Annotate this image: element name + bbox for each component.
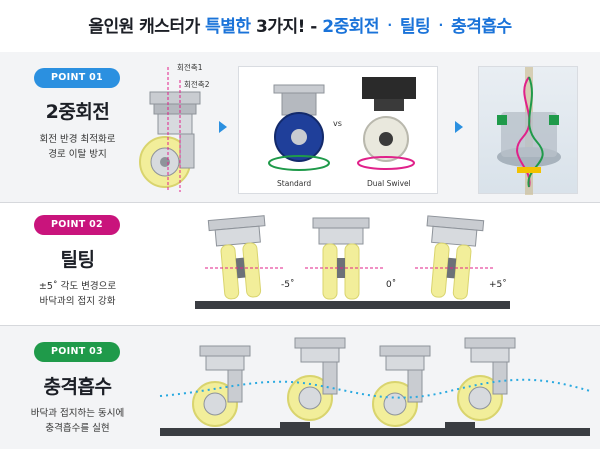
page-title: 올인원 캐스터가 특별한 3가지! - 2중회전 · 틸팅 · 충격흡수: [0, 12, 600, 37]
standard-caster-image: [268, 84, 330, 171]
point-01-title: 2중회전: [45, 101, 110, 123]
title-separator-2: ·: [438, 18, 444, 32]
point-02-badge: POINT 02: [34, 215, 120, 235]
path-tracking-image: [497, 67, 561, 195]
point-03-desc-line-2: 충격흡수를 실현: [45, 423, 110, 434]
point-01-section: POINT 01 2중회전 회전 반경 최적화로 경로 이탈 방지 회전축1 회…: [0, 52, 600, 202]
point-02-section: POINT 02 틸팅 ±5˚ 각도 변경으로 바닥과의 접지 강화: [0, 203, 600, 325]
dual-swivel-caster-diagram: [139, 67, 201, 192]
point-01-desc-line-2: 경로 이탈 방지: [48, 149, 107, 160]
title-separator-1: ·: [387, 18, 392, 32]
section-divider: [0, 325, 600, 326]
dual-swivel-caster-image: [357, 77, 416, 170]
tilt-angle-plus-label: +5˚: [489, 280, 507, 290]
tilt-angle-zero-label: 0˚: [386, 280, 397, 290]
shock-absorption-diagram: [159, 337, 591, 436]
swivel-comparison-card: vs Standard Dual Swivel: [238, 66, 438, 194]
point-02-desc-line-1: ±5˚ 각도 변경으로: [38, 281, 117, 292]
point-03-title: 충격흡수: [43, 376, 112, 398]
point-01-desc-line-1: 회전 반경 최적화로: [39, 134, 116, 145]
dual-swivel-label: Dual Swivel: [367, 179, 411, 188]
arrow-icon: [455, 121, 463, 133]
point-03-badge: POINT 03: [34, 342, 120, 362]
point-02-title: 틸팅: [60, 249, 95, 271]
point-02-desc-line-2: 바닥과의 접지 강화: [39, 296, 116, 307]
title-part-3: 3가지! -: [256, 17, 317, 37]
title-part-6: 충격흡수: [451, 17, 512, 37]
point-03-desc-line-1: 바닥과 접지하는 동시에: [30, 408, 125, 419]
vs-label: vs: [333, 119, 342, 128]
point-01-badge: POINT 01: [34, 68, 120, 88]
title-part-2: 특별한: [205, 17, 251, 37]
tilt-angle-minus-label: -5˚: [281, 280, 295, 290]
point-03-section: POINT 03 충격흡수 바닥과 접지하는 동시에 충격흡수를 실현: [0, 326, 600, 449]
page-header: 올인원 캐스터가 특별한 3가지! - 2중회전 · 틸팅 · 충격흡수: [0, 0, 600, 52]
title-part-1: 올인원 캐스터가: [88, 17, 200, 37]
path-tracking-demo-card: [478, 66, 578, 195]
section-divider: [0, 202, 600, 203]
title-part-4: 2중회전: [322, 17, 380, 37]
tilting-caster-diagram: [195, 215, 510, 309]
title-part-5: 틸팅: [399, 17, 431, 37]
arrow-icon: [219, 121, 227, 133]
rotation-axis-2-label: 회전축2: [184, 80, 210, 89]
rotation-axis-1-label: 회전축1: [177, 63, 203, 72]
standard-label: Standard: [277, 179, 312, 188]
